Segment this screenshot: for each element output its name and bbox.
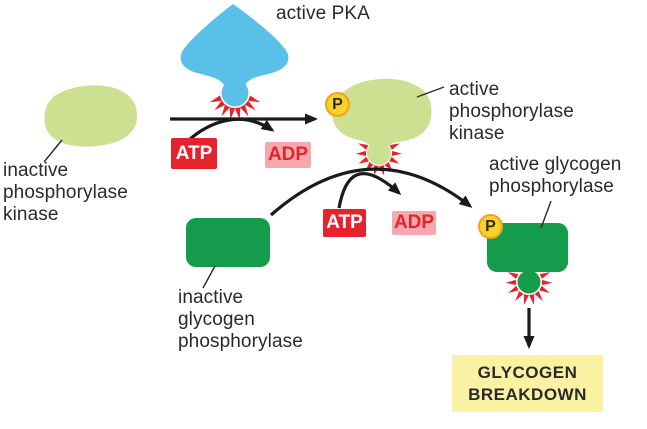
- arrow-atp-to-adp-upper: [188, 117, 275, 141]
- active-phosphorylase-kinase-knob: [367, 141, 391, 165]
- adp-chip-lower: ADP: [392, 211, 436, 235]
- pointer-line-inactive-phosphorylase-kinase: [43, 139, 63, 163]
- label-active-phosphorylase-kinase: active phosphorylase kinase: [449, 79, 574, 144]
- pointer-line-active-glycogen-phosphorylase: [540, 200, 552, 229]
- active-glycogen-phosphorylase-shape: [487, 223, 568, 294]
- label-active-pka: active PKA: [276, 3, 370, 24]
- pka-activation-sparks: [209, 95, 261, 120]
- atp-chip-lower: ATP: [323, 209, 366, 237]
- label-inactive-glycogen-phosphorylase: inactive glycogen phosphorylase: [178, 287, 303, 352]
- arrow-phosphorylase-activation: [269, 167, 473, 217]
- pointer-line-active-phosphorylase-kinase: [416, 86, 445, 98]
- atp-chip-upper: ATP: [171, 138, 217, 169]
- pointer-line-inactive-glycogen-phosphorylase: [202, 265, 216, 289]
- inactive-phosphorylase-kinase-shape: [44, 85, 138, 147]
- phosphate-badge-kinase: P: [325, 92, 350, 117]
- active-pka-catalytic-knob: [221, 79, 249, 107]
- inactive-glycogen-phosphorylase-shape: [186, 218, 270, 267]
- glycogen-phosphorylase-activation-sparks: [505, 272, 553, 305]
- active-pka-shape: [180, 4, 289, 107]
- adp-chip-upper: ADP: [265, 142, 311, 168]
- label-active-glycogen-phosphorylase: active glycogen phosphorylase: [489, 154, 622, 197]
- glycogen-breakdown-box: GLYCOGEN BREAKDOWN: [452, 355, 603, 412]
- active-phosphorylase-kinase-shape: [331, 78, 432, 165]
- active-glycogen-phosphorylase-knob: [517, 270, 541, 294]
- phosphate-badge-phosphorylase: P: [478, 214, 503, 239]
- label-inactive-phosphorylase-kinase: inactive phosphorylase kinase: [3, 160, 128, 225]
- arrow-atp-to-adp-lower: [337, 172, 402, 209]
